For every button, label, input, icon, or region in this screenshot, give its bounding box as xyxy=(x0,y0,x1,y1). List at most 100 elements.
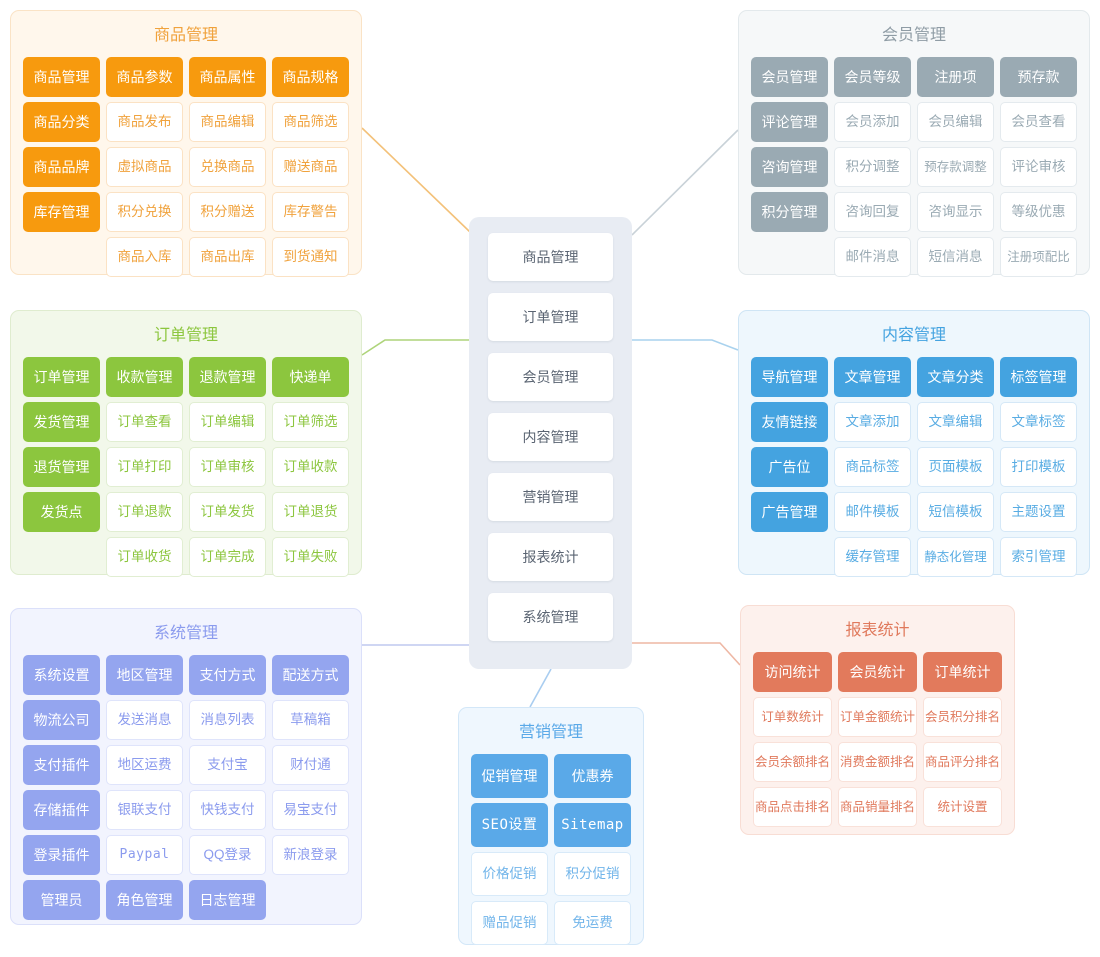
tile-r3c0[interactable]: 邮件消息 xyxy=(834,237,911,277)
tile-header-0[interactable]: 促销管理 xyxy=(471,754,548,798)
tile-r1c2[interactable]: 商品评分排名 xyxy=(923,742,1002,782)
tile-left-2[interactable]: 退货管理 xyxy=(23,447,100,487)
tile-r1c0[interactable]: 地区运费 xyxy=(106,745,183,785)
tile-r1c1[interactable]: 消费金额排名 xyxy=(838,742,917,782)
tile-r3c2[interactable]: 注册项配比 xyxy=(1000,237,1077,277)
tile-left-3[interactable]: 库存管理 xyxy=(23,192,100,232)
tile-r2c1[interactable]: 咨询显示 xyxy=(917,192,994,232)
tile-r3c1[interactable]: 静态化管理 xyxy=(917,537,994,577)
tile-header-2[interactable]: 快递单 xyxy=(272,357,349,397)
hub-item-order[interactable]: 订单管理 xyxy=(488,293,613,341)
tile-r3c2[interactable]: 订单失败 xyxy=(272,537,349,577)
tile-r2c1[interactable]: 订单发货 xyxy=(189,492,266,532)
tile-r1c1[interactable]: 免运费 xyxy=(554,901,631,945)
hub-item-product[interactable]: 商品管理 xyxy=(488,233,613,281)
tile-footer-2[interactable]: 日志管理 xyxy=(189,880,266,920)
tile-left-4[interactable]: 登录插件 xyxy=(23,835,100,875)
tile-r1c2[interactable]: 订单收款 xyxy=(272,447,349,487)
tile-r2c0[interactable]: 订单退款 xyxy=(106,492,183,532)
tile-r3c2[interactable]: 索引管理 xyxy=(1000,537,1077,577)
tile-r1c2[interactable]: 赠送商品 xyxy=(272,147,349,187)
hub-item-content[interactable]: 内容管理 xyxy=(488,413,613,461)
tile-header-2[interactable]: 标签管理 xyxy=(1000,357,1077,397)
tile-header-1[interactable]: 支付方式 xyxy=(189,655,266,695)
tile-left-0[interactable]: 商品管理 xyxy=(23,57,100,97)
tile-r2c1[interactable]: 短信模板 xyxy=(917,492,994,532)
tile-r2c2[interactable]: 主题设置 xyxy=(1000,492,1077,532)
tile-r0c0[interactable]: 发送消息 xyxy=(106,700,183,740)
tile-left-0[interactable]: 导航管理 xyxy=(751,357,828,397)
tile-header-1[interactable]: 注册项 xyxy=(917,57,994,97)
tile-r2c1[interactable]: 积分赠送 xyxy=(189,192,266,232)
tile-r1c1[interactable]: 订单审核 xyxy=(189,447,266,487)
tile-header-0[interactable]: 会员等级 xyxy=(834,57,911,97)
tile-r0c0[interactable]: 价格促销 xyxy=(471,852,548,896)
tile-r1c1[interactable]: 页面模板 xyxy=(917,447,994,487)
tile-r0c1[interactable]: 订单金额统计 xyxy=(838,697,917,737)
tile-header-0[interactable]: 文章管理 xyxy=(834,357,911,397)
tile-r2c0[interactable]: 积分兑换 xyxy=(106,192,183,232)
tile-header-1[interactable]: 文章分类 xyxy=(917,357,994,397)
tile-r2c0[interactable]: 银联支付 xyxy=(106,790,183,830)
tile-header-1[interactable]: 退款管理 xyxy=(189,357,266,397)
tile-r0c1[interactable]: 文章编辑 xyxy=(917,402,994,442)
tile-r0c2[interactable]: 商品筛选 xyxy=(272,102,349,142)
tile-r3c0[interactable]: 商品入库 xyxy=(106,237,183,277)
tile-r1c0[interactable]: 会员余额排名 xyxy=(753,742,832,782)
tile-r0c2[interactable]: 文章标签 xyxy=(1000,402,1077,442)
tile-r0c1[interactable]: 消息列表 xyxy=(189,700,266,740)
tile-r1c0[interactable]: 商品标签 xyxy=(834,447,911,487)
tile-header-2[interactable]: 配送方式 xyxy=(272,655,349,695)
tile-r2c2[interactable]: 易宝支付 xyxy=(272,790,349,830)
tile-r2c0[interactable]: 咨询回复 xyxy=(834,192,911,232)
tile-r2c1[interactable]: 快钱支付 xyxy=(189,790,266,830)
tile-r3c1[interactable]: QQ登录 xyxy=(189,835,266,875)
tile-header-1[interactable]: 会员统计 xyxy=(838,652,917,692)
tile-r2c2[interactable]: 订单退货 xyxy=(272,492,349,532)
tile-left-3[interactable]: 存储插件 xyxy=(23,790,100,830)
tile-r3c1[interactable]: 短信消息 xyxy=(917,237,994,277)
tile-header-2[interactable]: 订单统计 xyxy=(923,652,1002,692)
tile-header-3[interactable]: Sitemap xyxy=(554,803,631,847)
tile-left-1[interactable]: 评论管理 xyxy=(751,102,828,142)
tile-r1c0[interactable]: 虚拟商品 xyxy=(106,147,183,187)
tile-r2c2[interactable]: 等级优惠 xyxy=(1000,192,1077,232)
tile-left-1[interactable]: 友情链接 xyxy=(751,402,828,442)
tile-r0c1[interactable]: 订单编辑 xyxy=(189,402,266,442)
tile-r0c2[interactable]: 草稿箱 xyxy=(272,700,349,740)
tile-r3c0[interactable]: 订单收货 xyxy=(106,537,183,577)
tile-left-0[interactable]: 系统设置 xyxy=(23,655,100,695)
tile-header-2[interactable]: 预存款 xyxy=(1000,57,1077,97)
tile-r1c1[interactable]: 支付宝 xyxy=(189,745,266,785)
tile-r1c0[interactable]: 积分调整 xyxy=(834,147,911,187)
tile-r0c0[interactable]: 商品发布 xyxy=(106,102,183,142)
tile-footer-1[interactable]: 角色管理 xyxy=(106,880,183,920)
tile-r0c2[interactable]: 会员查看 xyxy=(1000,102,1077,142)
tile-header-1[interactable]: 商品属性 xyxy=(189,57,266,97)
tile-header-2[interactable]: SEO设置 xyxy=(471,803,548,847)
tile-left-0[interactable]: 订单管理 xyxy=(23,357,100,397)
hub-item-system[interactable]: 系统管理 xyxy=(488,593,613,641)
tile-header-0[interactable]: 商品参数 xyxy=(106,57,183,97)
tile-r2c2[interactable]: 统计设置 xyxy=(923,787,1002,827)
tile-header-0[interactable]: 收款管理 xyxy=(106,357,183,397)
tile-r0c2[interactable]: 会员积分排名 xyxy=(923,697,1002,737)
tile-header-2[interactable]: 商品规格 xyxy=(272,57,349,97)
tile-r0c0[interactable]: 文章添加 xyxy=(834,402,911,442)
tile-left-3[interactable]: 广告管理 xyxy=(751,492,828,532)
tile-r3c2[interactable]: 新浪登录 xyxy=(272,835,349,875)
tile-left-2[interactable]: 咨询管理 xyxy=(751,147,828,187)
tile-left-0[interactable]: 会员管理 xyxy=(751,57,828,97)
tile-r2c0[interactable]: 商品点击排名 xyxy=(753,787,832,827)
tile-footer-0[interactable]: 管理员 xyxy=(23,880,100,920)
tile-r1c2[interactable]: 评论审核 xyxy=(1000,147,1077,187)
tile-r3c0[interactable]: 缓存管理 xyxy=(834,537,911,577)
tile-r3c1[interactable]: 订单完成 xyxy=(189,537,266,577)
tile-r2c2[interactable]: 库存警告 xyxy=(272,192,349,232)
tile-left-2[interactable]: 支付插件 xyxy=(23,745,100,785)
tile-left-1[interactable]: 物流公司 xyxy=(23,700,100,740)
tile-r2c1[interactable]: 商品销量排名 xyxy=(838,787,917,827)
tile-left-3[interactable]: 积分管理 xyxy=(751,192,828,232)
tile-r1c2[interactable]: 打印模板 xyxy=(1000,447,1077,487)
tile-r3c0[interactable]: Paypal xyxy=(106,835,183,875)
